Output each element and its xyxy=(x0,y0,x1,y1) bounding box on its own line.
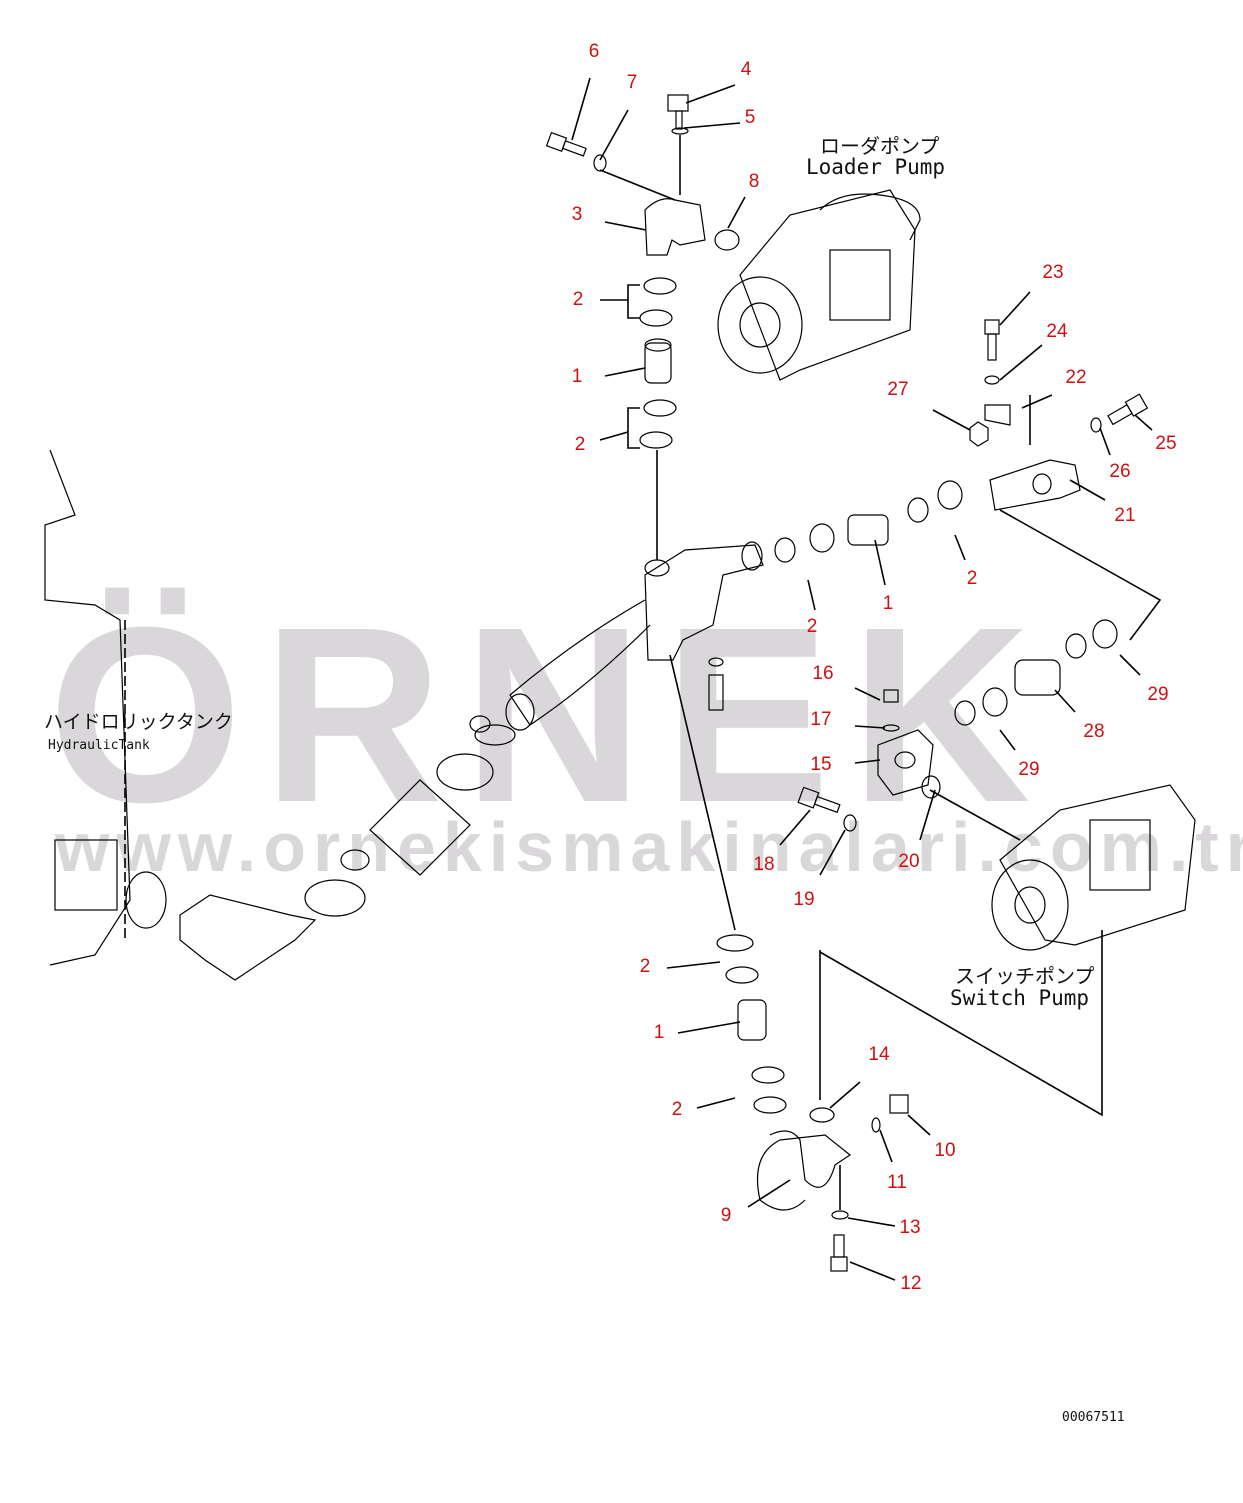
switch-pump-label-en: Switch Pump xyxy=(950,986,1090,1010)
hydraulic-tank-label-jp: ハイドロリックタンク xyxy=(44,711,233,733)
callout-7: 7 xyxy=(626,72,638,93)
callout-4: 4 xyxy=(740,59,752,80)
callout-8: 8 xyxy=(748,171,760,192)
callout-29: 29 xyxy=(1147,684,1169,705)
callout-6: 6 xyxy=(588,41,600,62)
callout-2: 2 xyxy=(671,1099,683,1120)
callout-1: 1 xyxy=(882,593,894,614)
loader-pump-drawing xyxy=(717,189,921,381)
callout-9: 9 xyxy=(720,1205,732,1226)
callout-22: 22 xyxy=(1065,367,1087,388)
callout-24: 24 xyxy=(1046,321,1068,342)
callout-21: 21 xyxy=(1114,505,1136,526)
callout-2: 2 xyxy=(806,616,818,637)
callout-2: 2 xyxy=(572,289,584,310)
callout-26: 26 xyxy=(1109,461,1131,482)
callout-2: 2 xyxy=(639,956,651,977)
callout-13: 13 xyxy=(899,1217,921,1238)
callout-12: 12 xyxy=(900,1273,922,1294)
callout-15: 15 xyxy=(810,754,832,775)
callout-20: 20 xyxy=(898,851,920,872)
hydraulic-tank-label-en: HydraulicTank xyxy=(48,738,150,753)
callout-28: 28 xyxy=(1083,721,1105,742)
callout-11: 11 xyxy=(887,1172,907,1193)
callout-27: 27 xyxy=(887,379,909,400)
leader-lines xyxy=(124,77,1162,1281)
callout-14: 14 xyxy=(868,1044,890,1065)
switch-pump-drawing xyxy=(991,784,1196,951)
callout-19: 19 xyxy=(793,889,815,910)
callout-2: 2 xyxy=(966,568,978,589)
callout-18: 18 xyxy=(753,854,775,875)
callout-23: 23 xyxy=(1042,262,1064,283)
callout-25: 25 xyxy=(1155,433,1177,454)
callout-1: 1 xyxy=(653,1022,665,1043)
callout-16: 16 xyxy=(812,663,834,684)
callout-1: 1 xyxy=(571,366,583,387)
loader-pump-label-jp: ローダポンプ xyxy=(820,134,940,158)
parts xyxy=(44,94,1196,1272)
loader-pump-label-en: Loader Pump xyxy=(806,155,946,179)
switch-pump-label-jp: スイッチポンプ xyxy=(955,964,1095,988)
callout-3: 3 xyxy=(571,204,583,225)
callout-5: 5 xyxy=(744,107,756,128)
callout-10: 10 xyxy=(934,1140,956,1161)
callout-29: 29 xyxy=(1018,759,1040,780)
callout-17: 17 xyxy=(810,709,832,730)
hydraulic-tank-drawing xyxy=(44,449,167,966)
callout-2: 2 xyxy=(574,434,586,455)
drawing-number: 00067511 xyxy=(1062,1410,1125,1425)
